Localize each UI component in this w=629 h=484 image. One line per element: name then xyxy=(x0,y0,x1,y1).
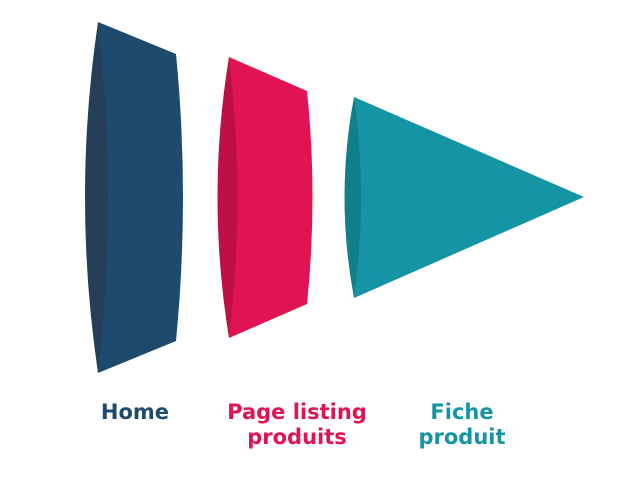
stage-home-body xyxy=(93,22,183,373)
stage-listing-body xyxy=(224,57,313,338)
stage-fiche-shape xyxy=(344,97,584,298)
stage-listing-label: Page listing produits xyxy=(227,400,367,449)
stage-fiche-label: Fiche produit xyxy=(418,400,506,449)
stage-listing-shape xyxy=(217,57,313,338)
stage-listing-side xyxy=(217,57,238,338)
stage-fiche-side xyxy=(344,97,361,298)
stage-home-shape xyxy=(85,22,183,373)
stage-home-label: Home xyxy=(100,400,170,424)
stage-fiche-body xyxy=(350,97,584,298)
stage-home-side xyxy=(85,22,108,373)
